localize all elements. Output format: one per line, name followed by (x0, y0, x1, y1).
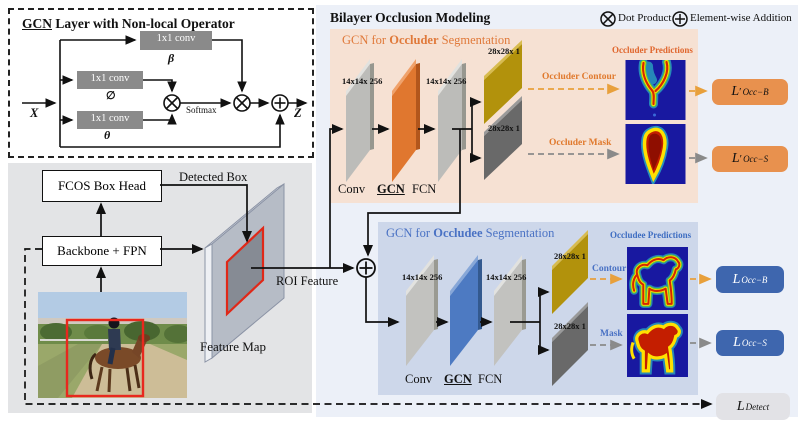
occludee-mask-label: Mask (600, 329, 623, 339)
occluder-outdim-2: 28x28x 1 (488, 123, 520, 133)
conv-phi-label: 1x1 conv (90, 73, 130, 84)
legend-add-label: Element-wise Addition (690, 12, 792, 24)
occludee-dim-1: 14x14x 256 (402, 272, 443, 282)
occluder-gcn-label: GCN (377, 182, 405, 196)
loss-occluder-boundary-box: L′Occ−B (712, 79, 788, 105)
occluder-section-title: GCN for Occluder Segmentation (342, 33, 510, 48)
occludee-contour-label: Contour (592, 264, 627, 274)
occludee-section-title: GCN for Occludee Segmentation (386, 226, 554, 241)
loss-sub: Detect (745, 401, 770, 412)
loss-prime: ′ (739, 152, 743, 165)
occludee-contour-heatmap (627, 247, 688, 310)
occluder-dim-2: 14x14x 256 (426, 76, 467, 86)
title-bold: Occludee (433, 226, 483, 240)
theta-symbol: θ (104, 128, 111, 142)
occludee-predictions-title: Occludee Predictions (610, 230, 692, 240)
input-image (38, 292, 187, 398)
phi-symbol: ∅ (106, 90, 116, 102)
gcn-word: GCN (22, 16, 52, 31)
loss-sub: Occ−S (743, 154, 769, 164)
occludee-conv-label: Conv (405, 372, 433, 386)
bilayer-title: Bilayer Occlusion Modeling (330, 10, 491, 25)
occluder-fcn-label: FCN (412, 182, 437, 196)
loss-occluder-segm-box: L′Occ−S (712, 146, 788, 172)
title-prefix: GCN for (342, 33, 390, 47)
fcos-box-head: FCOS Box Head (42, 170, 162, 202)
occluder-conv-label: Conv (338, 182, 366, 196)
loss-label: L (731, 151, 740, 166)
occludee-outdim-2: 28x28x 1 (554, 321, 586, 331)
title-prefix: GCN for (386, 226, 434, 240)
softmax-label: Softmax (186, 105, 217, 115)
backbone-fpn-label: Backbone + FPN (57, 243, 147, 258)
occluder-contour-label: Occluder Contour (542, 72, 616, 82)
occluder-outdim-1: 28x28x 1 (488, 46, 520, 56)
occludee-outdim-1: 28x28x 1 (554, 251, 586, 261)
loss-sub: Occ−B (742, 87, 769, 97)
conv-beta-label: 1x1 conv (156, 33, 196, 44)
beta-symbol: β (168, 51, 175, 65)
occludee-gcn-label: GCN (444, 372, 472, 386)
gcn-block-title: GCN Layer with Non-local Operator (22, 16, 235, 32)
z-output-label: Z (294, 106, 302, 120)
detected-box-label: Detected Box (179, 170, 248, 184)
title-suffix: Segmentation (438, 33, 511, 47)
loss-label: L (731, 84, 740, 99)
title-suffix: Segmentation (482, 226, 555, 240)
loss-label: L (732, 271, 741, 287)
occluder-mask-label: Occluder Mask (549, 138, 612, 148)
gcn-title-rest: Layer with Non-local Operator (52, 16, 235, 31)
conv-theta-label: 1x1 conv (90, 113, 130, 124)
title-bold: Occluder (389, 33, 439, 47)
occluder-contour-heatmap (625, 60, 686, 120)
loss-label: L (733, 335, 741, 350)
legend-dot-label: Dot Product (618, 12, 672, 24)
occluder-predictions-title: Occluder Predictions (612, 45, 693, 55)
loss-label: L (736, 398, 745, 414)
fcos-box-head-label: FCOS Box Head (57, 178, 147, 193)
roi-feature-label: ROI Feature (276, 274, 339, 288)
occluder-mask-heatmap (625, 124, 686, 184)
loss-prime: ′ (739, 85, 742, 98)
occluder-dim-1: 14x14x 256 (342, 76, 383, 86)
loss-sub: Occ−B (741, 274, 768, 285)
occludee-fcn-label: FCN (478, 372, 503, 386)
occludee-mask-heatmap (627, 314, 688, 377)
occludee-dim-2: 14x14x 256 (486, 272, 527, 282)
backbone-fpn-box: Backbone + FPN (42, 236, 162, 266)
loss-sub: Occ−S (741, 338, 767, 348)
feature-map-label: Feature Map (200, 339, 267, 354)
x-input-label: X (30, 106, 39, 120)
